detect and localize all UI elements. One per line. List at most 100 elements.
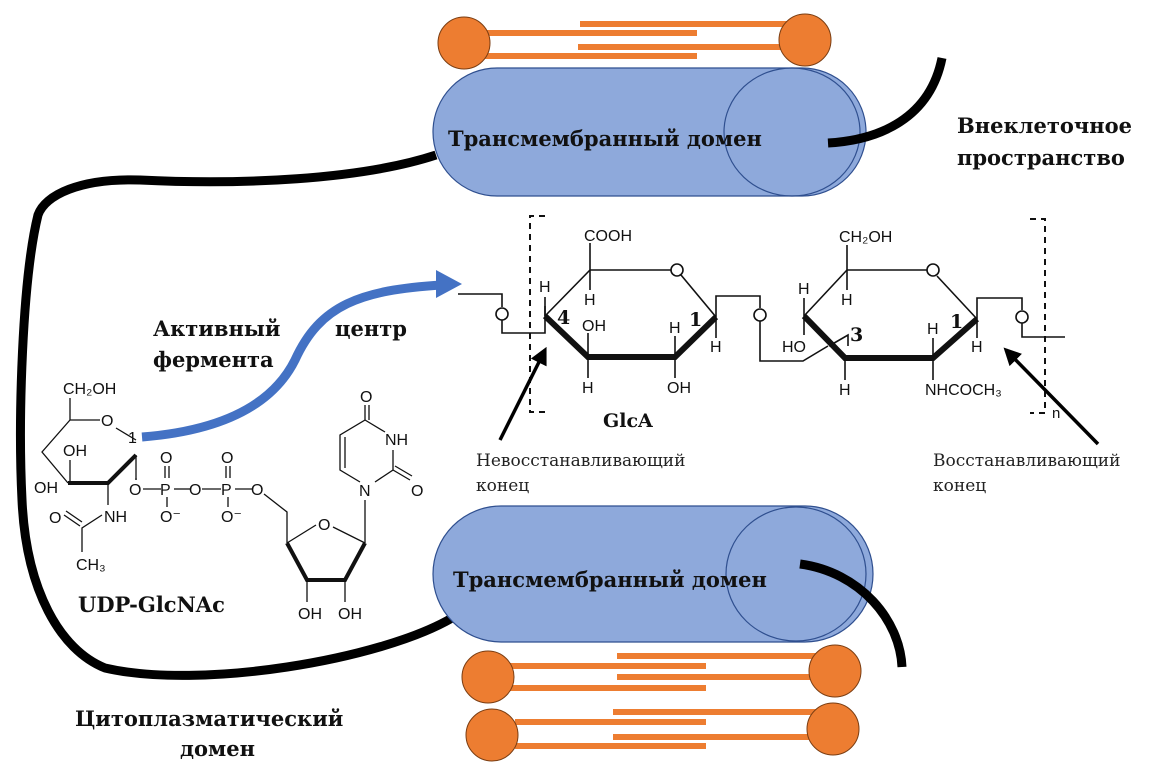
carbon-1-label: 1: [128, 430, 137, 447]
ring-bond: [936, 275, 978, 320]
oh-group: OH: [338, 606, 362, 623]
h-atom: H: [539, 279, 551, 296]
ring-bond: [374, 450, 394, 483]
tm-domain-label: Трансмембранный домен: [453, 567, 767, 592]
oh-group: OH: [63, 443, 87, 460]
h-atom: H: [710, 339, 722, 356]
ring-bond: [364, 419, 386, 433]
o-minus: O⁻: [160, 509, 181, 526]
transfer-arrow: [141, 280, 443, 442]
ring-bond-bold: [285, 542, 367, 582]
nh-group: NH: [385, 432, 408, 449]
lipid-head: [808, 644, 862, 698]
glycosidic-oxygen: [1015, 310, 1029, 324]
double-bond: [225, 466, 231, 478]
nitrogen: N: [359, 483, 371, 500]
phosphorus: P: [160, 482, 171, 499]
oh-group: OH: [667, 380, 691, 397]
bond: [501, 306, 546, 334]
lipid-head: [437, 16, 491, 70]
udp-glcnac-label: UDP-GlcNAc: [78, 592, 225, 617]
nhcoch3-group: NHCOCH₃: [925, 382, 1002, 399]
ring-oxygen: [926, 263, 940, 277]
lipid-bilayer-top: [437, 13, 832, 70]
carbonyl-oxygen: O: [360, 389, 372, 406]
lipid-head: [778, 13, 832, 67]
repeat-bracket-left: [529, 215, 545, 413]
tm-domain-label: Трансмембранный домен: [448, 126, 762, 151]
lipid-head: [806, 702, 860, 756]
h-atom: H: [839, 382, 851, 399]
nonreducing-end-label-line1: Невосстанавливающий: [476, 451, 685, 471]
repeat-bracket-right: [1030, 218, 1046, 414]
active-site-label-word3: фермента: [153, 347, 274, 372]
ring-bond: [680, 274, 717, 318]
oxygen: O: [251, 482, 263, 499]
active-site-label-word1: Активный: [153, 316, 280, 341]
ring-bond: [339, 405, 366, 483]
ring-bond: [286, 524, 317, 544]
cooh-group: COOH: [584, 228, 632, 245]
oh-group: OH: [298, 606, 322, 623]
bond: [715, 295, 761, 317]
ch2oh-group: CH₂OH: [839, 229, 892, 246]
ring-bond: [332, 526, 366, 544]
transmembrane-domain-bottom: Трансмембранный домен: [432, 505, 874, 643]
cytoplasmic-label-line2: домен: [180, 736, 255, 761]
double-bond: [392, 465, 413, 481]
extracellular-label-line2: пространство: [957, 145, 1125, 170]
h-atom: H: [971, 339, 983, 356]
repeat-subscript-n: n: [1052, 405, 1060, 422]
cytoplasmic-label-line1: Цитоплазматический: [75, 706, 343, 731]
lipid-bilayer-bottom: [461, 644, 862, 762]
cytoplasmic-loop: [16, 150, 455, 680]
extracellular-label-line1: Внеклеточное: [957, 113, 1132, 138]
udp-glcnac-structure: CH₂OH O 1 OH OH NH O CH₃ O P O O⁻ O P O …: [34, 381, 423, 623]
carbon-3-label: 3: [850, 324, 863, 346]
double-bond: [164, 466, 170, 478]
h-atom: H: [582, 380, 594, 397]
oxygen: O: [129, 482, 141, 499]
tm-domain-shape: [432, 505, 874, 643]
ring-oxygen: [670, 263, 684, 277]
reducing-end-label-line1: Восстанавливающий: [933, 451, 1120, 471]
lipid-head: [465, 708, 519, 762]
h-atom: H: [669, 320, 681, 337]
h-atom: H: [798, 281, 810, 298]
carbon-1-label: 1: [950, 311, 963, 333]
ring-bond: [803, 269, 928, 317]
h-atom: H: [841, 292, 853, 309]
active-site-label-word2: центр: [335, 316, 407, 341]
reducing-end-label-line2: конец: [933, 476, 986, 496]
glycosidic-oxygen: [753, 308, 767, 322]
glca-label: GlcA: [603, 410, 653, 432]
carbonyl-oxygen: O: [411, 483, 423, 500]
nh-group: NH: [104, 509, 127, 526]
reducing-end-pointer: [1003, 347, 1100, 446]
ring-bond: [41, 419, 71, 484]
ring-oxygen: O: [318, 517, 330, 534]
bond: [976, 297, 1023, 319]
oh-group: OH: [582, 318, 606, 335]
o-minus: O⁻: [221, 509, 242, 526]
carbonyl-oxygen: O: [49, 510, 61, 527]
h-atom: H: [584, 292, 596, 309]
oxygen: O: [160, 450, 172, 467]
carbon-4-label: 4: [557, 307, 570, 329]
nonreducing-end-label-line2: конец: [476, 476, 529, 496]
bond: [458, 293, 503, 307]
ring-bond: [115, 427, 137, 441]
oxygen: O: [189, 482, 201, 499]
bond: [81, 514, 103, 552]
ring-oxygen: O: [101, 413, 113, 430]
ho-group: HO: [782, 339, 806, 356]
glycosidic-oxygen: [495, 307, 509, 321]
h-atom: H: [927, 321, 939, 338]
oxygen: O: [221, 450, 233, 467]
extracellular-tail: [799, 559, 907, 668]
phosphorus: P: [221, 482, 232, 499]
tm-domain-pore: [723, 67, 861, 197]
oh-group: OH: [34, 480, 58, 497]
ring-bond-bold: [801, 313, 979, 361]
